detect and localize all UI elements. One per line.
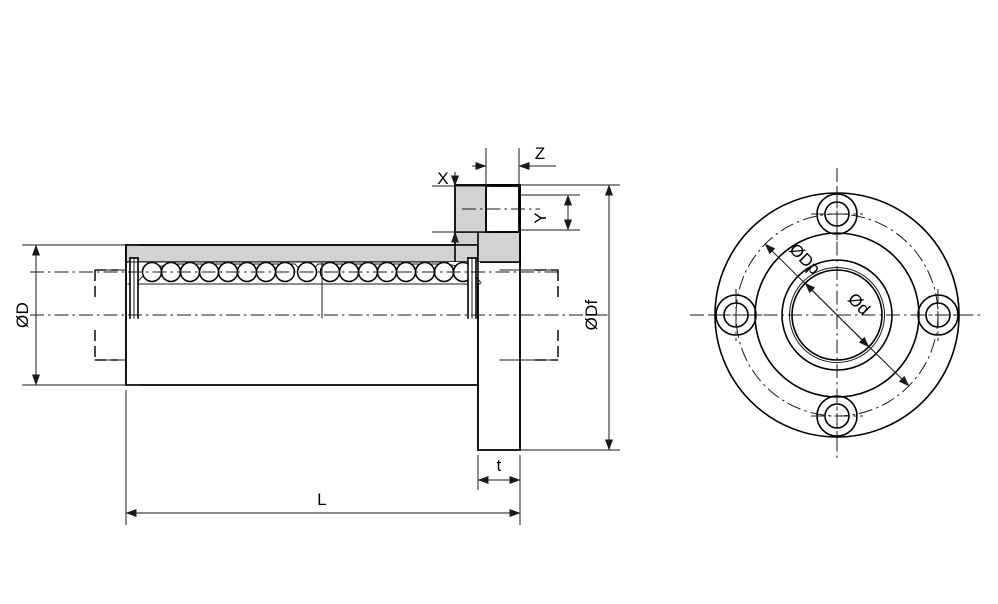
dimension-length: L bbox=[125, 390, 521, 525]
flange-plate bbox=[477, 261, 521, 451]
dim-leader-d-bore-lr bbox=[836, 314, 870, 348]
hidden-bore-lines-left bbox=[94, 269, 127, 361]
sleeve-wall-top bbox=[125, 244, 456, 263]
left-retaining-ring bbox=[129, 257, 139, 319]
label-flange-thickness: t bbox=[497, 456, 502, 475]
dimension-flange-thickness: t bbox=[477, 455, 521, 490]
label-outer-diameter: ØD bbox=[13, 302, 32, 328]
dimension-z: Z bbox=[472, 144, 556, 190]
label-x: X bbox=[437, 169, 449, 188]
flange-hub-core bbox=[477, 231, 521, 263]
label-bolt-circle-diameter: ØDp bbox=[786, 240, 825, 279]
dimension-y: Y bbox=[520, 194, 580, 231]
dimension-flange-diameter: ØDf bbox=[520, 184, 620, 451]
right-retaining-ring bbox=[467, 257, 477, 319]
hidden-bore-lines-right bbox=[499, 269, 559, 361]
section-view-group: ØD ØDf L t Z bbox=[13, 144, 620, 525]
label-length: L bbox=[317, 490, 327, 509]
front-view-group: ØDp Ød bbox=[690, 168, 984, 462]
dimension-outer-diameter: ØD bbox=[13, 244, 140, 386]
label-flange-diameter: ØDf bbox=[582, 300, 601, 331]
label-y: Y bbox=[531, 212, 550, 224]
label-z: Z bbox=[535, 144, 546, 163]
dim-leader-d-bore-ul bbox=[804, 282, 838, 316]
dimension-x: X bbox=[432, 169, 490, 248]
